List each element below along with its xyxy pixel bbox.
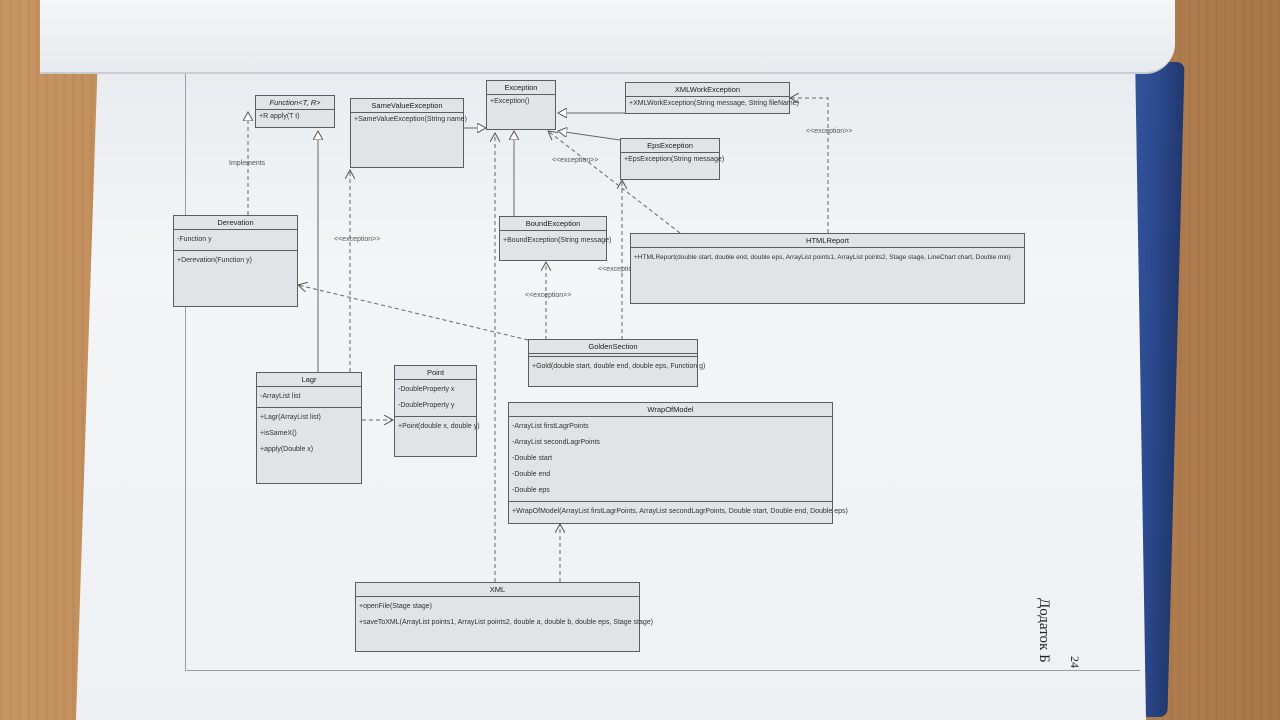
exception-label: <<exception>>: [598, 266, 645, 273]
field: -Function y: [177, 236, 212, 243]
class-name: Exception: [487, 81, 555, 95]
class-name: XMLWorkException: [626, 83, 789, 97]
class-name: Lagr: [257, 373, 361, 387]
method: +apply(Double x): [260, 446, 314, 453]
class-wrap-of-model: WrapOfModel -ArrayList firstLagrPoints -…: [508, 402, 848, 524]
field: -ArrayList firstLagrPoints: [512, 423, 589, 430]
method: +WrapOfModel(ArrayList firstLagrPoints, …: [512, 508, 848, 515]
class-name: Function<T, R>: [256, 96, 334, 110]
page-number: 24: [1068, 656, 1082, 668]
class-golden-section: GoldenSection +Gold(double start, double…: [528, 339, 706, 387]
class-name: XML: [356, 583, 639, 597]
field: -DoubleProperty y: [398, 402, 455, 409]
field: -ArrayList list: [260, 393, 301, 400]
class-lagr: Lagr -ArrayList list +Lagr(ArrayList lis…: [256, 372, 362, 484]
method: +Lagr(ArrayList list): [260, 414, 321, 421]
class-html-report: HTMLReport +HTMLReport(double start, dou…: [630, 233, 1025, 304]
class-xml: XML +openFile(Stage stage) +saveToXML(Ar…: [355, 582, 653, 652]
method: +R apply(T t): [259, 113, 300, 120]
method: +SameValueException(String name): [354, 116, 467, 123]
field: -Double eps: [512, 487, 550, 494]
class-point: Point -DoubleProperty x -DoubleProperty …: [394, 365, 480, 457]
class-derevation: Derevation -Function y +Derevation(Funct…: [173, 215, 298, 307]
page-frame-left: [185, 74, 186, 670]
appendix-label: Додаток Б: [1036, 598, 1052, 663]
class-bound-exception: BoundException +BoundException(String me…: [499, 216, 612, 261]
method: +Exception(): [490, 98, 530, 105]
method: +isSameX(): [260, 430, 297, 437]
class-name: EpsException: [621, 139, 719, 153]
class-name: WrapOfModel: [509, 403, 832, 417]
class-name: Point: [395, 366, 476, 380]
method: +saveToXML(ArrayList points1, ArrayList …: [359, 619, 653, 626]
method: +BoundException(String message): [503, 237, 612, 244]
class-name: Derevation: [174, 216, 297, 230]
field: -ArrayList secondLagrPoints: [512, 439, 600, 446]
page-frame-bottom: [185, 670, 1140, 671]
class-xml-work-exception: XMLWorkException +XMLWorkException(Strin…: [625, 82, 799, 114]
method: +XMLWorkException(String message, String…: [629, 100, 799, 107]
method: +HTMLReport(double start, double end, do…: [634, 254, 1011, 261]
field: -DoubleProperty x: [398, 386, 455, 393]
exception-label: <<exception>>: [552, 157, 599, 164]
class-eps-exception: EpsException +EpsException(String messag…: [620, 138, 725, 180]
class-name: SameValueException: [351, 99, 463, 113]
exception-label: <<exception>>: [334, 236, 381, 243]
method: +Derevation(Function y): [177, 257, 252, 264]
class-name: GoldenSection: [529, 340, 697, 354]
implements-label: Implements: [229, 160, 266, 167]
turned-page: [40, 0, 1175, 74]
class-same-value-exception: SameValueException +SameValueException(S…: [350, 98, 467, 168]
method: +Point(double x, double y): [398, 423, 480, 430]
field: -Double start: [512, 455, 553, 462]
class-exception: Exception +Exception(): [486, 80, 556, 130]
method: +Gold(double start, double end, double e…: [532, 363, 706, 370]
method: +EpsException(String message): [624, 156, 725, 163]
exception-label: <<exception>>: [525, 292, 572, 299]
exception-label: <<exception>>: [806, 128, 853, 135]
class-name: HTMLReport: [631, 234, 1024, 248]
class-function: Function<T, R> +R apply(T t): [255, 95, 335, 128]
field: -Double end: [512, 471, 551, 478]
class-name: BoundException: [500, 217, 606, 231]
method: +openFile(Stage stage): [359, 603, 432, 610]
